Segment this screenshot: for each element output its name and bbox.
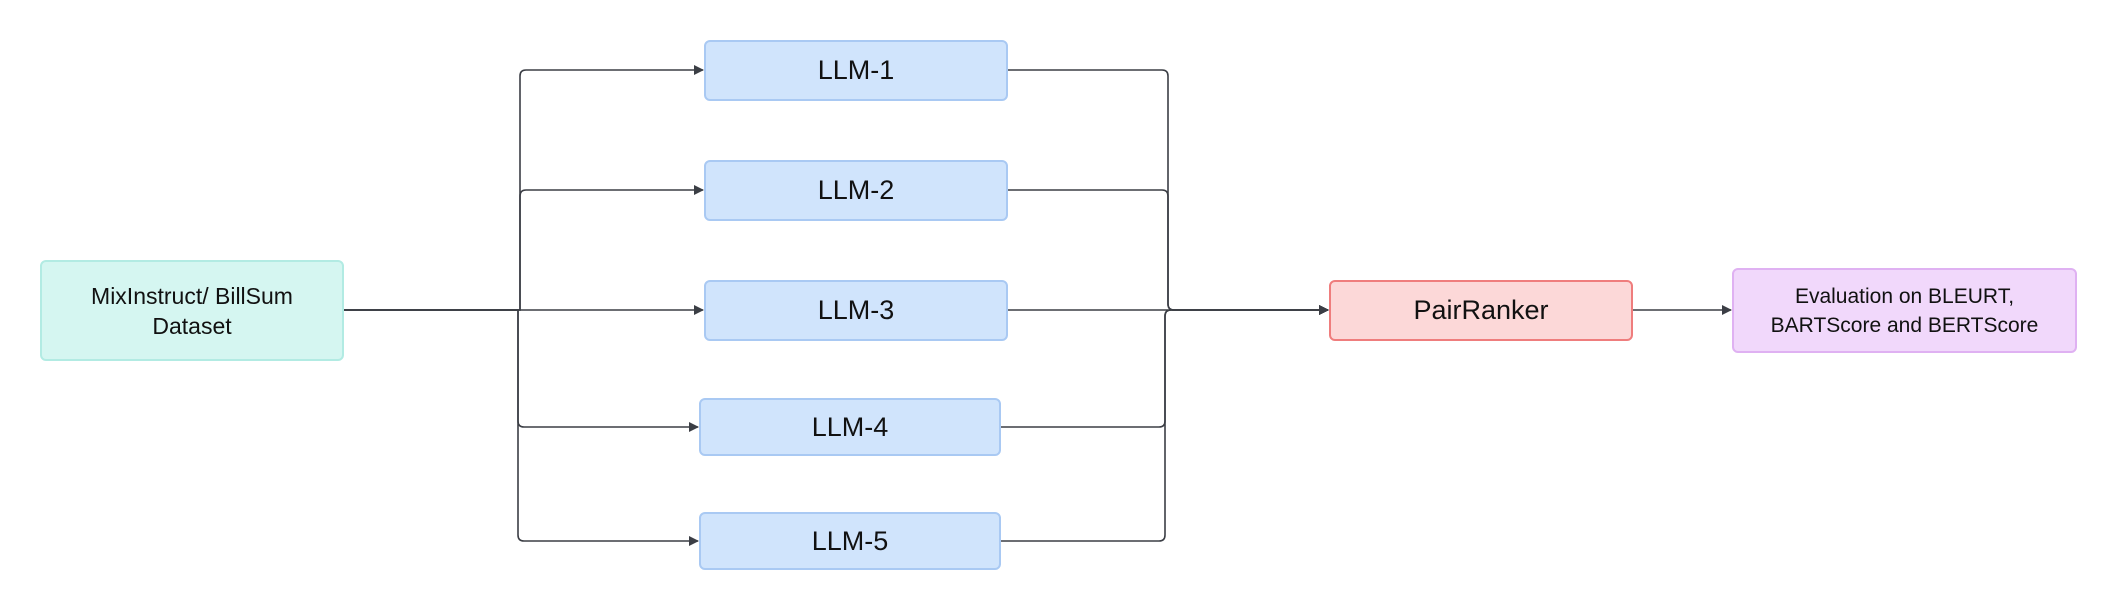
dataset-node: MixInstruct/ BillSum Dataset [40,260,344,361]
edge-dataset-to-llm-1 [344,65,704,311]
edge-dataset-to-llm-4 [344,309,699,432]
edge-llm-2-to-ranker [1008,189,1329,315]
pairranker-node: PairRanker [1329,280,1633,341]
llm-1-label: LLM-1 [817,55,895,85]
llm-3-node: LLM-3 [704,280,1008,341]
llm-4-label: LLM-4 [811,411,889,442]
llm-5-label: LLM-5 [811,525,889,556]
llm-2-node: LLM-2 [704,160,1008,221]
edge-dataset-to-llm-2 [344,185,704,311]
llm-4-node: LLM-4 [699,398,1001,456]
llm-2-label: LLM-2 [817,175,895,205]
edge-llm-5-to-ranker [1001,305,1329,542]
llm-3-label: LLM-3 [817,295,895,325]
evaluation-label: Evaluation on BLEURT, BARTScore and BERT… [1770,284,2039,337]
evaluation-node: Evaluation on BLEURT, BARTScore and BERT… [1732,268,2077,353]
dataset-label: MixInstruct/ BillSum Dataset [91,282,293,339]
llm-1-node: LLM-1 [704,40,1008,101]
pairranker-label: PairRanker [1413,295,1549,325]
edge-dataset-to-llm-5 [344,309,699,546]
llm-5-node: LLM-5 [699,512,1001,570]
